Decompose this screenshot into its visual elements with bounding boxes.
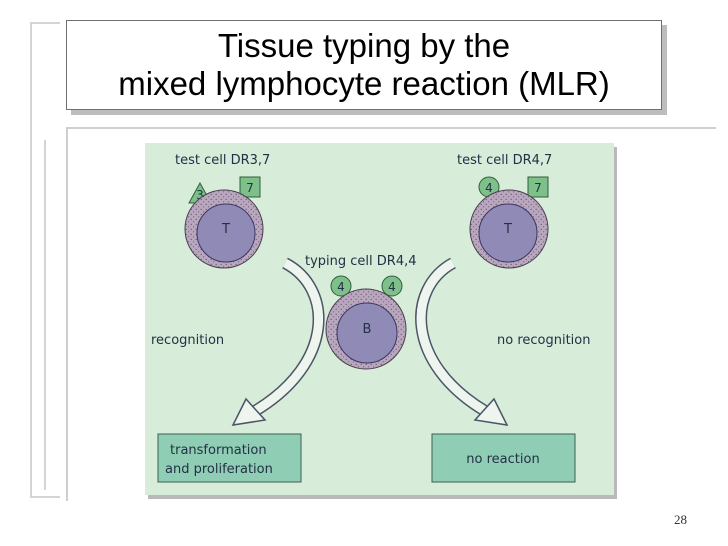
left-result-box: transformation and proliferation xyxy=(157,433,302,483)
left-arrow xyxy=(231,257,325,426)
right-cell-letter: T xyxy=(503,222,512,237)
typing-cell: typing cell DR4,4 4 4 B xyxy=(305,254,417,370)
frame-line-left-inner xyxy=(44,140,46,490)
no-recognition-label: no recognition xyxy=(497,333,591,348)
slide-title-line-1: Tissue typing by the xyxy=(217,27,511,64)
typing-cell-label: typing cell DR4,4 xyxy=(305,254,417,269)
right-antigen-square xyxy=(527,176,549,198)
typing-antigen-circle-b xyxy=(381,275,403,297)
typing-cell-nucleus xyxy=(336,302,398,364)
mlr-diagram: test cell DR3,7 3 7 T test cell DR4,7 4 … xyxy=(145,143,614,495)
right-test-cell-label: test cell DR4,7 xyxy=(457,153,552,168)
right-test-cell: test cell DR4,7 4 7 T xyxy=(457,153,552,269)
right-result-box: no reaction xyxy=(431,433,576,483)
left-test-cell-label: test cell DR3,7 xyxy=(175,153,270,168)
right-arrow xyxy=(415,257,509,426)
right-antigen-a-text: 4 xyxy=(485,181,493,195)
page-number: 28 xyxy=(674,512,687,527)
left-test-cell: test cell DR3,7 3 7 T xyxy=(175,153,270,269)
left-result-line-2: and proliferation xyxy=(165,462,273,477)
slide-title-box: Tissue typing by the mixed lymphocyte re… xyxy=(66,20,662,110)
typing-cell-letter: B xyxy=(363,322,372,337)
right-cell-nucleus xyxy=(478,203,538,263)
mlr-diagram-svg: test cell DR3,7 3 7 T test cell DR4,7 4 … xyxy=(151,153,591,483)
left-antigen-square xyxy=(239,176,261,198)
slide-title-line-2: mixed lymphocyte reaction (MLR) xyxy=(118,65,610,102)
right-antigen-b-text: 7 xyxy=(534,181,542,195)
typing-antigen-circle-a xyxy=(330,275,352,297)
typing-antigen-a-text: 4 xyxy=(337,280,345,294)
content-frame xyxy=(66,127,716,501)
left-cell-letter: T xyxy=(221,222,230,237)
frame-line-bottom xyxy=(30,496,60,498)
left-cell-nucleus xyxy=(196,203,256,263)
right-result-text: no reaction xyxy=(466,452,539,467)
left-result-line-1: transformation xyxy=(170,443,267,458)
left-antigen-b-text: 7 xyxy=(246,181,254,195)
typing-antigen-b-text: 4 xyxy=(388,280,396,294)
recognition-label: recognition xyxy=(151,333,224,348)
left-antigen-a-text: 3 xyxy=(196,188,204,202)
frame-line-left xyxy=(30,22,32,498)
frame-line-top xyxy=(30,22,60,24)
